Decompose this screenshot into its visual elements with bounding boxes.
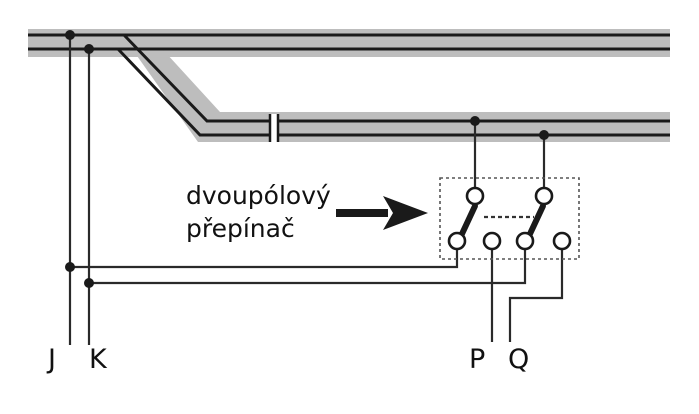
diverging-track-rail-upper: [122, 33, 670, 123]
terminal-label-q: Q: [508, 344, 530, 375]
switch-caption-line1: dvoupólový: [186, 181, 331, 210]
wiring: [68, 35, 564, 345]
wire-k-to-switch-right: [89, 249, 527, 285]
junction-dot: [65, 262, 75, 272]
switch-terminal: [534, 186, 554, 206]
switch-blade-left: [458, 203, 478, 239]
main-track: [28, 33, 670, 51]
junction-dot: [65, 30, 75, 40]
diverging-track: [116, 33, 670, 137]
switch-blade-right: [526, 203, 546, 239]
wire-j-to-switch-left: [70, 249, 459, 269]
switch-terminal: [515, 231, 535, 251]
switch-terminal: [465, 186, 485, 206]
double-pole-switch-icon: [439, 177, 580, 260]
switch-terminal: [447, 231, 467, 251]
junction-dot: [84, 278, 94, 288]
terminal-label-k: K: [89, 344, 107, 375]
diverging-track-bed: [118, 29, 670, 142]
junction-dot: [470, 116, 480, 126]
insulated-rail-gap: [268, 114, 280, 142]
junction-dot: [84, 44, 94, 54]
switch-terminal: [482, 231, 502, 251]
track-beds: [28, 29, 670, 142]
junction-dot: [539, 130, 549, 140]
wire-q: [508, 249, 564, 342]
switch-terminal: [552, 231, 572, 251]
switch-caption-line2: přepínač: [186, 214, 295, 243]
junction-dots: [65, 30, 549, 288]
terminal-label-j: J: [48, 344, 56, 375]
diverging-track-rail-lower: [116, 47, 670, 137]
right-arrow-icon: [336, 196, 428, 230]
terminal-label-p: P: [469, 344, 486, 375]
switch-housing: [439, 177, 580, 260]
